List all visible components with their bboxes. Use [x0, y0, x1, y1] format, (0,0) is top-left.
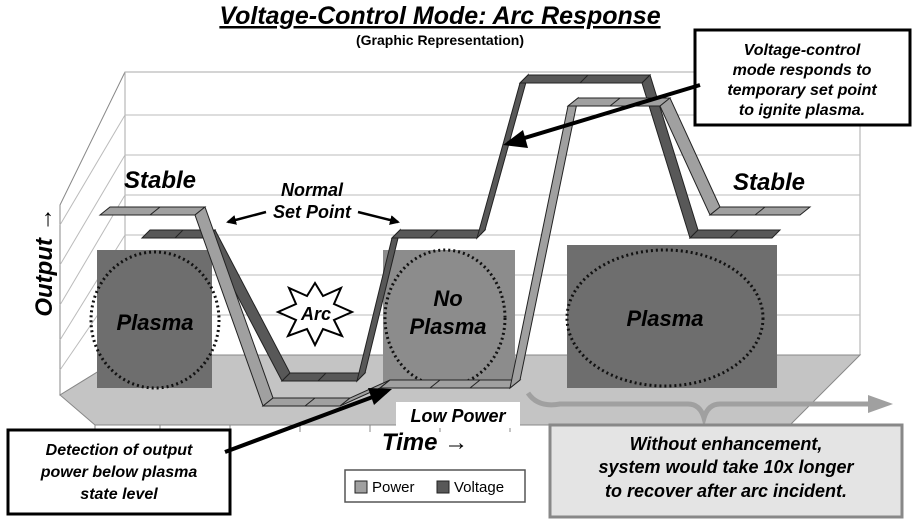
callout-bottom-right-line1: Without enhancement,: [630, 434, 823, 454]
legend-swatch-voltage: [436, 480, 450, 494]
legend-label-power: Power: [372, 479, 415, 496]
callout-bottom-left-line2: power below plasma: [40, 464, 198, 481]
legend-label-voltage: Voltage: [454, 479, 504, 496]
callout-bottom-right-line3: to recover after arc incident.: [605, 481, 847, 501]
callout-bottom-left-line1: Detection of output: [46, 442, 193, 459]
plasma-left-label: Plasma: [116, 310, 193, 335]
callout-top-right-line2: mode responds to: [733, 62, 872, 79]
plasma-box-left: Plasma: [89, 250, 221, 390]
callout-voltage-control: Voltage-control mode responds to tempora…: [693, 28, 912, 127]
x-axis-label: Time →: [382, 429, 468, 456]
legend-swatch-power: [354, 480, 368, 494]
recovery-brace: [525, 391, 870, 428]
callout-top-right-arrow: [507, 83, 701, 145]
diagram-title: Voltage-Control Mode: Arc Response: [219, 2, 660, 30]
set-point-arrow-left: [226, 210, 267, 225]
callout-without-enhancement: Without enhancement, system would take 1…: [548, 423, 904, 519]
recovery-arrow-head: [868, 395, 893, 413]
no-plasma-box: No Plasma: [383, 248, 515, 388]
callout-top-right-line1: Voltage-control: [744, 42, 861, 59]
low-power-box: [396, 402, 520, 428]
arc-label: Arc: [300, 304, 331, 324]
callout-bottom-left-line3: state level: [80, 486, 158, 503]
diagram-subtitle: (Graphic Representation): [356, 32, 524, 48]
normal-set-point-line2: Set Point: [273, 202, 352, 222]
callout-bottom-left-arrow-head: [368, 388, 392, 405]
callout-detection: Detection of output power below plasma s…: [6, 428, 232, 516]
low-power-label: Low Power: [410, 406, 506, 426]
voltage-ribbon: [140, 73, 782, 383]
callout-top-right-line4: to ignite plasma.: [739, 102, 865, 119]
stable-right-label: Stable: [733, 169, 805, 196]
plasma-box-right: Plasma: [565, 245, 777, 388]
callout-top-right-arrow-head: [503, 130, 528, 148]
callout-top-right-line3: temporary set point: [727, 82, 877, 99]
no-plasma-label-line2: Plasma: [409, 314, 486, 339]
plasma-right-label: Plasma: [626, 306, 703, 331]
arc-burst: Arc: [275, 281, 355, 348]
y-axis-label: Output →: [31, 207, 58, 316]
no-plasma-label-line1: No: [433, 286, 462, 311]
callout-bottom-left-arrow: [224, 390, 387, 454]
callout-bottom-right-line2: system would take 10x longer: [598, 457, 854, 477]
set-point-arrow-right: [357, 210, 400, 225]
chart-legend: Power Voltage: [344, 469, 526, 503]
power-ribbon: [98, 96, 812, 407]
stable-left-label: Stable: [124, 167, 196, 194]
normal-set-point-line1: Normal: [281, 180, 344, 200]
